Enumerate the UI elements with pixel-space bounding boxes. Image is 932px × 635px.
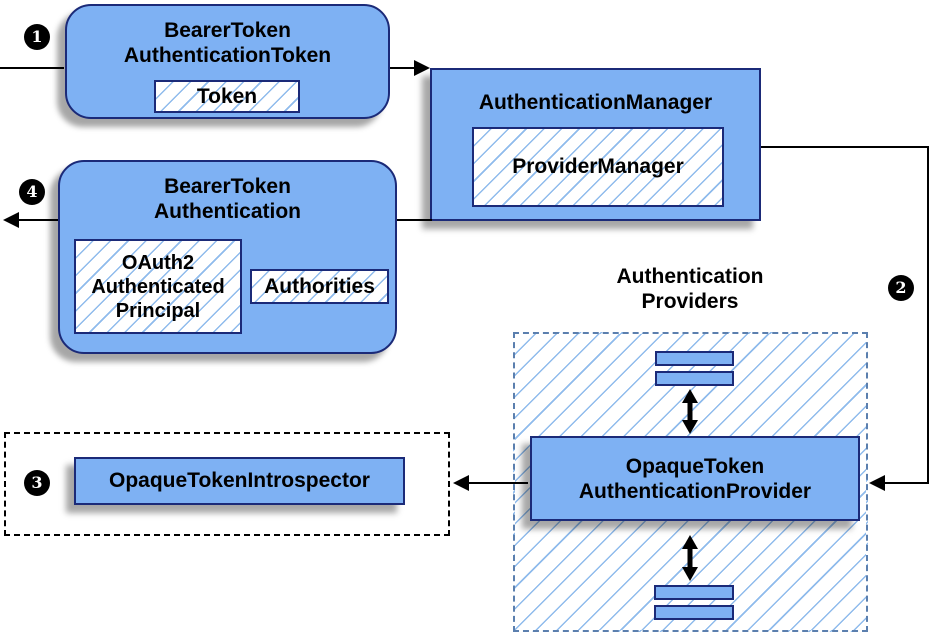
node-title: BearerToken Authentication: [60, 174, 395, 224]
node-title-line: OpaqueTokenIntrospector: [109, 469, 370, 492]
principal-chip-line: Authenticated: [91, 275, 225, 298]
heading-line: Authentication: [616, 265, 764, 288]
provider-stack-bottom-bar-1: [654, 585, 734, 600]
step-2-badge-number: 2: [895, 278, 907, 297]
step-4-badge: 4: [19, 179, 45, 205]
step-2-badge: 2: [888, 275, 914, 301]
node-title-line: Authentication: [154, 200, 301, 223]
step-3-badge-number: 3: [31, 473, 43, 492]
step-4-badge-number: 4: [26, 182, 38, 201]
authentication-providers-boundary: OpaqueToken AuthenticationProvider: [513, 332, 868, 632]
node-title: BearerToken AuthenticationToken: [67, 18, 388, 68]
node-title-line: BearerToken: [164, 19, 291, 42]
node-title-line: AuthenticationManager: [478, 91, 713, 114]
principal-chip-line: Principal: [115, 299, 201, 322]
provider-manager-chip: ProviderManager: [472, 127, 724, 207]
provider-stack-top-bar-2: [655, 371, 734, 386]
node-title-line: AuthenticationToken: [123, 44, 332, 67]
oauth2-authenticated-principal-chip: OAuth2 Authenticated Principal: [74, 239, 242, 334]
node-title-line: OpaqueToken: [625, 454, 765, 478]
authorities-chip-label: Authorities: [264, 274, 375, 298]
node-authentication-manager: AuthenticationManager ProviderManager: [430, 68, 761, 221]
provider-manager-chip-label: ProviderManager: [512, 155, 684, 178]
flow-authentication-out-arrow-step4: [3, 212, 58, 228]
opaque-token-introspector-boundary: OpaqueTokenIntrospector: [4, 432, 450, 536]
step-3-badge: 3: [24, 470, 50, 496]
node-opaque-token-introspector: OpaqueTokenIntrospector: [74, 457, 405, 505]
provider-stack-top-bar-1: [655, 351, 734, 366]
step-1-badge: 1: [24, 24, 50, 50]
node-bearer-token-authentication: BearerToken Authentication OAuth2 Authen…: [58, 160, 397, 354]
node-title: OpaqueToken AuthenticationProvider: [579, 454, 811, 504]
flow-token-to-manager-arrow: [390, 60, 430, 76]
node-title: AuthenticationManager: [432, 90, 759, 115]
step-1-badge-number: 1: [31, 27, 43, 46]
principal-chip-line: OAuth2: [121, 251, 195, 274]
authorities-chip: Authorities: [250, 269, 389, 304]
node-bearer-token-authentication-token: BearerToken AuthenticationToken Token: [65, 4, 390, 119]
token-chip-label: Token: [196, 84, 258, 108]
heading-line: Providers: [641, 290, 739, 313]
token-chip: Token: [154, 80, 300, 113]
node-title-line: BearerToken: [164, 175, 291, 198]
node-opaque-token-authentication-provider: OpaqueToken AuthenticationProvider: [530, 436, 860, 521]
provider-stack-bottom-bar-2: [654, 605, 734, 620]
node-title-line: AuthenticationProvider: [578, 479, 812, 503]
authentication-providers-heading: Authentication Providers: [555, 264, 825, 314]
